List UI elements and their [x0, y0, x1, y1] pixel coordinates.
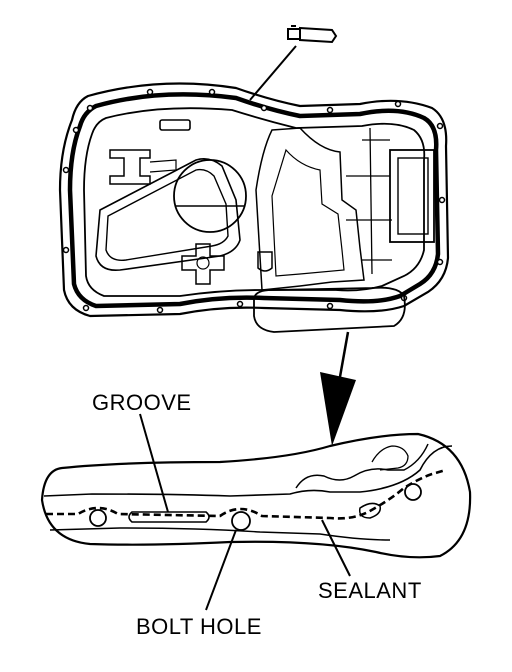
groove-leader: [139, 413, 169, 513]
detail-view: [40, 432, 472, 559]
groove-label: GROOVE: [92, 390, 192, 415]
groove-slot: [128, 511, 210, 523]
sealant-tube-icon: [287, 25, 338, 44]
sealant-label: SEALANT: [318, 578, 422, 603]
bolt-hole-middle: [231, 511, 251, 531]
bolt-hole-label: BOLT HOLE: [136, 614, 262, 639]
oil-pan: [58, 82, 450, 333]
sealant-leader: [321, 519, 351, 577]
bolt-hole-leader: [205, 529, 237, 611]
bolt-hole-right: [404, 483, 422, 501]
bolt-hole-left: [89, 509, 107, 527]
detail-area-outline: [253, 286, 406, 333]
zoom-arrow-icon: [320, 331, 356, 446]
application-line: [249, 45, 297, 101]
